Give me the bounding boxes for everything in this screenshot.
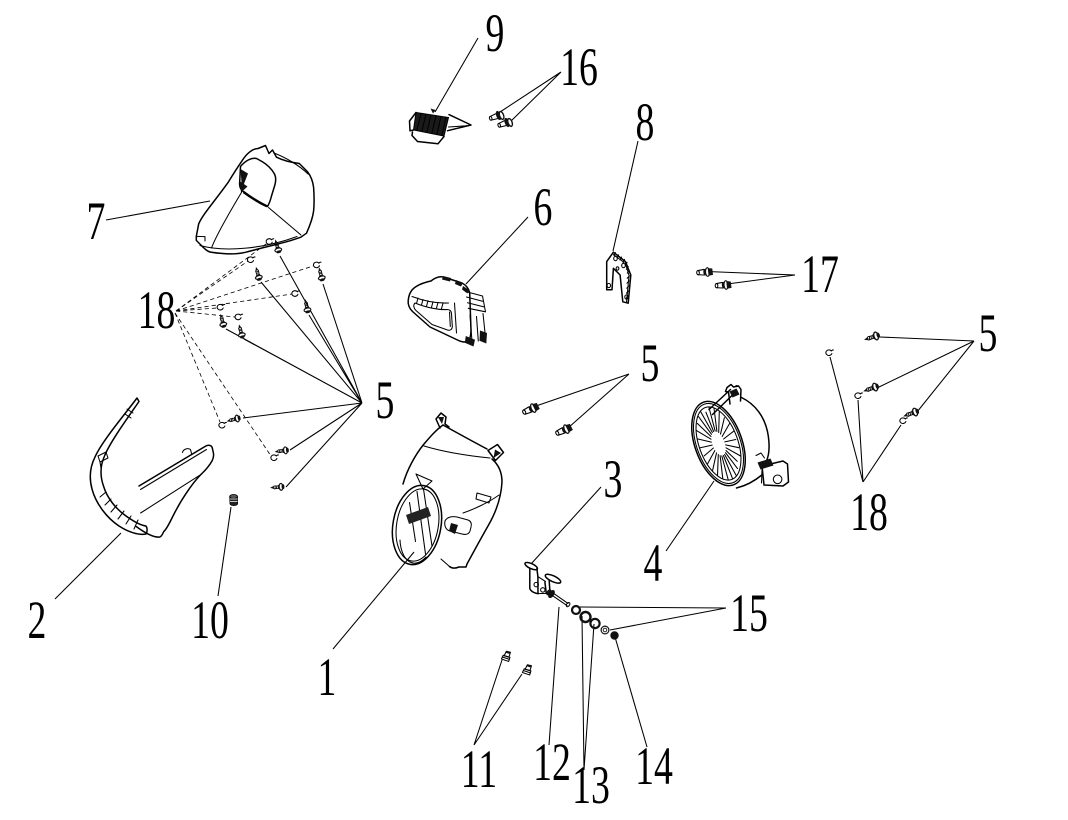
svg-text:15: 15 — [730, 583, 768, 643]
svg-text:16: 16 — [560, 37, 598, 97]
svg-text:12: 12 — [533, 732, 571, 792]
svg-text:18: 18 — [138, 280, 176, 340]
svg-text:5: 5 — [979, 303, 998, 363]
svg-text:18: 18 — [850, 482, 888, 542]
svg-text:11: 11 — [461, 739, 497, 799]
svg-text:10: 10 — [191, 590, 229, 650]
svg-text:1: 1 — [318, 647, 337, 707]
svg-text:17: 17 — [801, 244, 839, 304]
svg-text:7: 7 — [87, 191, 106, 251]
svg-text:5: 5 — [376, 370, 395, 430]
svg-text:14: 14 — [635, 736, 673, 796]
svg-text:5: 5 — [641, 333, 660, 393]
svg-text:4: 4 — [644, 533, 663, 593]
svg-text:13: 13 — [572, 755, 610, 815]
svg-text:8: 8 — [636, 92, 655, 152]
svg-text:2: 2 — [28, 590, 47, 650]
svg-text:3: 3 — [604, 449, 623, 509]
svg-text:6: 6 — [534, 177, 553, 237]
svg-text:9: 9 — [486, 3, 505, 63]
